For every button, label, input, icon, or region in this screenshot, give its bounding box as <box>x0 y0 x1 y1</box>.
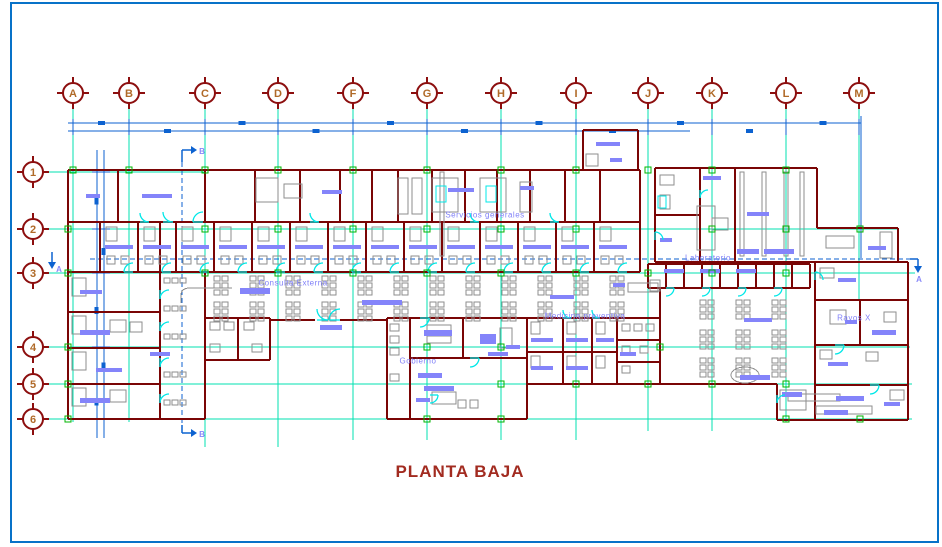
svg-text:C: C <box>201 88 209 100</box>
svg-text:M: M <box>854 88 863 100</box>
room-label-rayos-x: Rayos X <box>837 313 871 323</box>
svg-text:3: 3 <box>30 268 36 280</box>
svg-text:1: 1 <box>30 167 36 179</box>
svg-text:F: F <box>350 88 357 100</box>
section-lines <box>90 162 910 425</box>
svg-text:D: D <box>274 88 282 100</box>
axis-bubbles: A B C D F G H I J K L M 1 2 3 4 5 6 <box>17 77 875 435</box>
svg-text:A: A <box>916 275 922 284</box>
room-label-gobierno: Gobierno <box>399 356 437 366</box>
room-label-servicios-generales: Servicios generales <box>445 210 525 220</box>
svg-text:G: G <box>423 88 432 100</box>
walls <box>67 129 909 421</box>
svg-text:B: B <box>125 88 133 100</box>
dimension-lines <box>68 116 862 438</box>
section-markers: B B A A <box>48 146 922 439</box>
svg-text:6: 6 <box>30 414 36 426</box>
svg-text:5: 5 <box>30 379 36 391</box>
svg-text:L: L <box>783 88 790 100</box>
svg-text:A: A <box>56 265 62 274</box>
room-label-laboratorio: Laboratorio <box>685 253 731 263</box>
svg-text:2: 2 <box>30 224 36 236</box>
sheet-border <box>10 2 939 543</box>
furniture-gray <box>71 153 905 415</box>
room-label-consulta-externa: Consulta Externa <box>258 278 328 288</box>
svg-text:B: B <box>199 147 205 156</box>
svg-text:I: I <box>574 88 577 100</box>
grid-nodes <box>64 166 864 423</box>
drawing-title: PLANTA BAJA <box>395 462 525 481</box>
svg-text:B: B <box>199 430 205 439</box>
svg-text:J: J <box>645 88 651 100</box>
svg-text:4: 4 <box>30 342 37 354</box>
doors <box>123 185 880 404</box>
svg-text:K: K <box>708 88 716 100</box>
svg-text:A: A <box>69 88 77 100</box>
room-label-medicina-preventiva: Medicina preventiva <box>544 311 626 321</box>
svg-text:H: H <box>497 88 505 100</box>
furniture-accent <box>80 142 900 415</box>
